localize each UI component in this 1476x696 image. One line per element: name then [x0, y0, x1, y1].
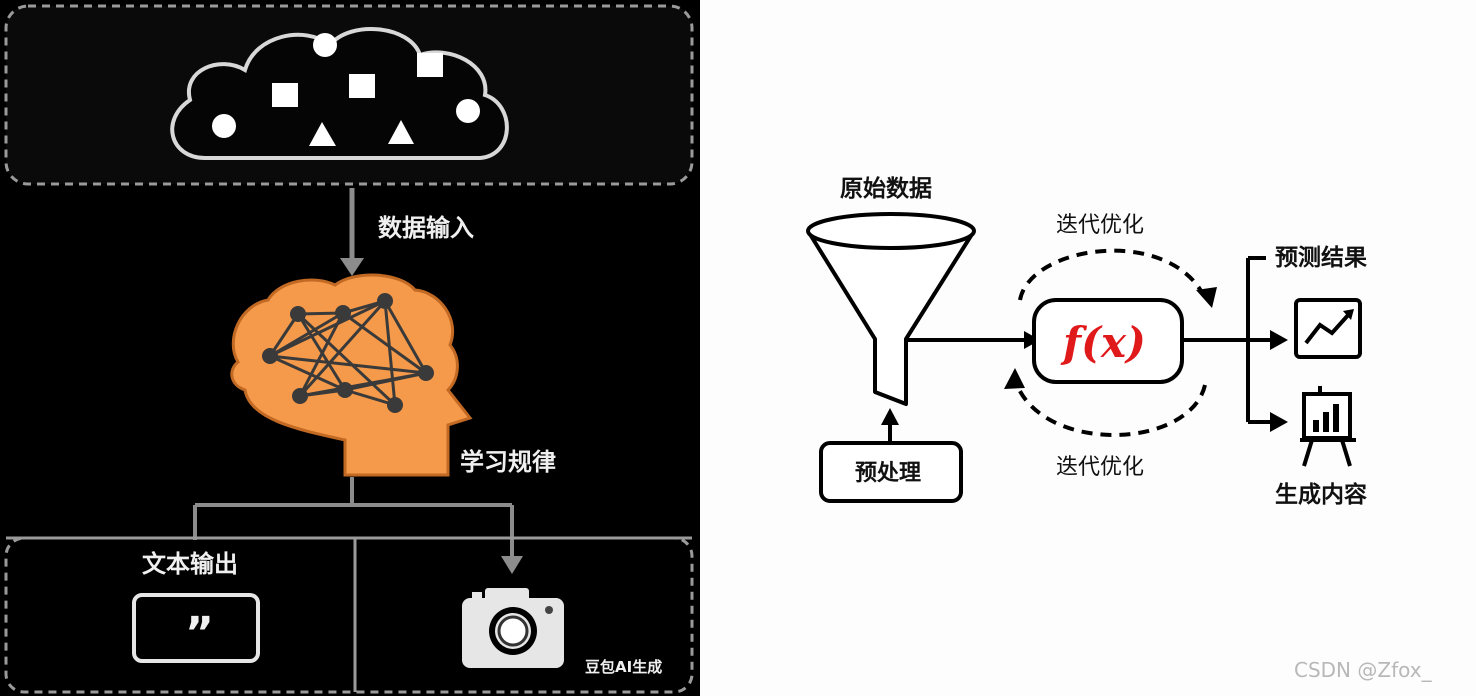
- input-arrowhead: [340, 258, 364, 276]
- triangle-shape: [309, 122, 336, 146]
- quote-icon: ”: [185, 608, 214, 659]
- text-output-label: 文本输出: [142, 550, 238, 578]
- square-shape: [272, 83, 298, 107]
- network-node: [335, 305, 351, 321]
- network-node: [418, 365, 434, 381]
- circle-shape: [212, 114, 236, 138]
- preprocess-box: [819, 441, 963, 503]
- funnel-icon: [806, 212, 976, 406]
- network-node: [387, 397, 403, 413]
- left-diagram: 数据输入: [4, 4, 694, 694]
- text-output-box: [132, 593, 260, 663]
- right-diagram: 原始数据 预处理 迭代优化 迭代优化 f(x): [806, 175, 1433, 682]
- function-to-predict-arrowhead: [1270, 330, 1288, 350]
- network-node: [292, 388, 308, 404]
- badge-label: 豆包AI生成: [585, 658, 662, 676]
- preprocess-arrowhead: [881, 408, 899, 425]
- data-input-label: 数据输入: [378, 214, 474, 242]
- learn-label: 学习规律: [460, 448, 556, 476]
- iterate-loop-bottom: [1013, 379, 1207, 437]
- watermark-label: CSDN @Zfox_: [1294, 658, 1433, 682]
- iterate-bottom-arrowhead: [1004, 368, 1025, 389]
- raw-data-label: 原始数据: [840, 175, 932, 202]
- iterate-loop-top: [1018, 248, 1207, 301]
- generate-label: 生成内容: [1275, 481, 1367, 508]
- iterate-top-arrowhead: [1196, 287, 1217, 308]
- right-panel: 原始数据 预处理 迭代优化 迭代优化 f(x): [700, 0, 1476, 696]
- network-node: [290, 306, 306, 322]
- easel-chart-icon: [1300, 386, 1356, 467]
- square-shape: [417, 53, 443, 77]
- network-node: [377, 293, 393, 309]
- square-shape: [349, 74, 375, 98]
- circle-shape: [456, 99, 480, 123]
- circle-shape: [313, 33, 337, 57]
- cloud-icon: [170, 27, 509, 160]
- preprocess-label: 预处理: [855, 460, 921, 486]
- network-node: [337, 382, 353, 398]
- left-panel: 数据输入: [0, 0, 700, 696]
- camera-icon: [462, 588, 564, 668]
- output-connector: [193, 477, 514, 560]
- trend-chart-icon: [1294, 298, 1362, 359]
- brain-head-icon: [230, 273, 473, 477]
- function-label: f(x): [1060, 318, 1146, 367]
- iterate-bottom-label: 迭代优化: [1056, 455, 1144, 480]
- predict-label: 预测结果: [1275, 245, 1367, 271]
- output-arrowhead: [501, 556, 523, 574]
- triangle-shape: [388, 120, 414, 144]
- function-box: [1032, 298, 1184, 384]
- function-to-generate-arrowhead: [1270, 412, 1288, 432]
- iterate-top-label: 迭代优化: [1056, 213, 1144, 238]
- network-node: [262, 348, 278, 364]
